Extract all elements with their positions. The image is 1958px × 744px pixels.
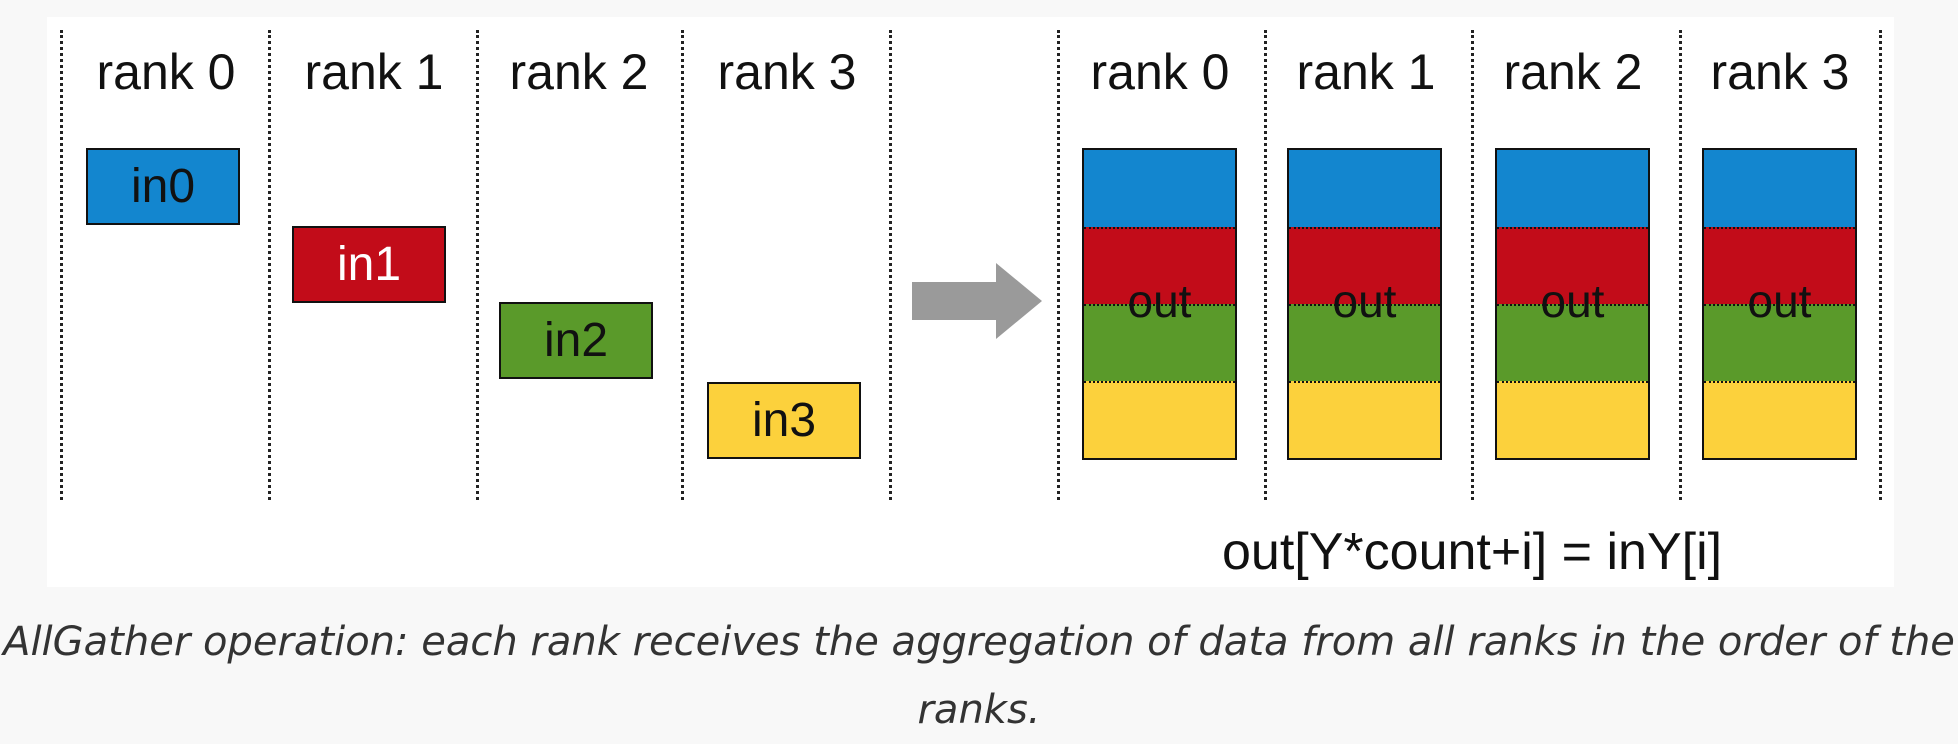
input-buffer-in2: in2 (499, 302, 653, 379)
allgather-formula: out[Y*count+i] = inY[i] (1222, 523, 1723, 581)
output-segment (1704, 381, 1855, 458)
right-rank-label-1: rank 1 (1296, 44, 1436, 100)
separator-line (1879, 30, 1882, 500)
separator-line (1057, 30, 1060, 500)
output-segment (1084, 304, 1235, 383)
input-buffer-in0: in0 (86, 148, 240, 225)
output-buffer-rank-3: out (1702, 148, 1857, 460)
input-buffer-in3: in3 (707, 382, 861, 459)
separator-line (889, 30, 892, 500)
left-rank-label-0: rank 0 (96, 44, 236, 100)
input-buffer-in1: in1 (292, 226, 446, 303)
allgather-diagram: rank 0 rank 1 rank 2 rank 3 in0 in1 in2 … (47, 17, 1894, 587)
output-segment (1289, 227, 1440, 306)
right-arrow-icon (912, 263, 1042, 339)
right-rank-label-0: rank 0 (1090, 44, 1230, 100)
left-rank-label-3: rank 3 (717, 44, 857, 100)
output-buffer-rank-2: out (1495, 148, 1650, 460)
left-rank-label-1: rank 1 (304, 44, 444, 100)
output-buffer-rank-0: out (1082, 148, 1237, 460)
output-segment (1289, 304, 1440, 383)
output-segment (1289, 150, 1440, 227)
output-segment (1084, 150, 1235, 227)
output-label: out (1127, 275, 1192, 327)
output-label: out (1540, 275, 1605, 327)
output-label: out (1332, 275, 1397, 327)
output-segment (1497, 150, 1648, 227)
separator-line (268, 30, 271, 500)
right-rank-label-2: rank 2 (1503, 44, 1643, 100)
separator-line (60, 30, 63, 500)
output-segment (1084, 227, 1235, 306)
right-rank-label-3: rank 3 (1710, 44, 1850, 100)
separator-line (476, 30, 479, 500)
output-segment (1497, 381, 1648, 458)
output-segment (1497, 304, 1648, 383)
output-buffer-rank-1: out (1287, 148, 1442, 460)
separator-line (681, 30, 684, 500)
separator-line (1471, 30, 1474, 500)
output-segment (1704, 227, 1855, 306)
output-segment (1289, 381, 1440, 458)
left-rank-label-2: rank 2 (509, 44, 649, 100)
separator-line (1679, 30, 1682, 500)
output-label: out (1747, 275, 1812, 327)
output-segment (1704, 150, 1855, 227)
output-segment (1497, 227, 1648, 306)
output-segment (1704, 304, 1855, 383)
figure-caption: AllGather operation: each rank receives … (3, 619, 1955, 733)
output-segment (1084, 381, 1235, 458)
separator-line (1264, 30, 1267, 500)
